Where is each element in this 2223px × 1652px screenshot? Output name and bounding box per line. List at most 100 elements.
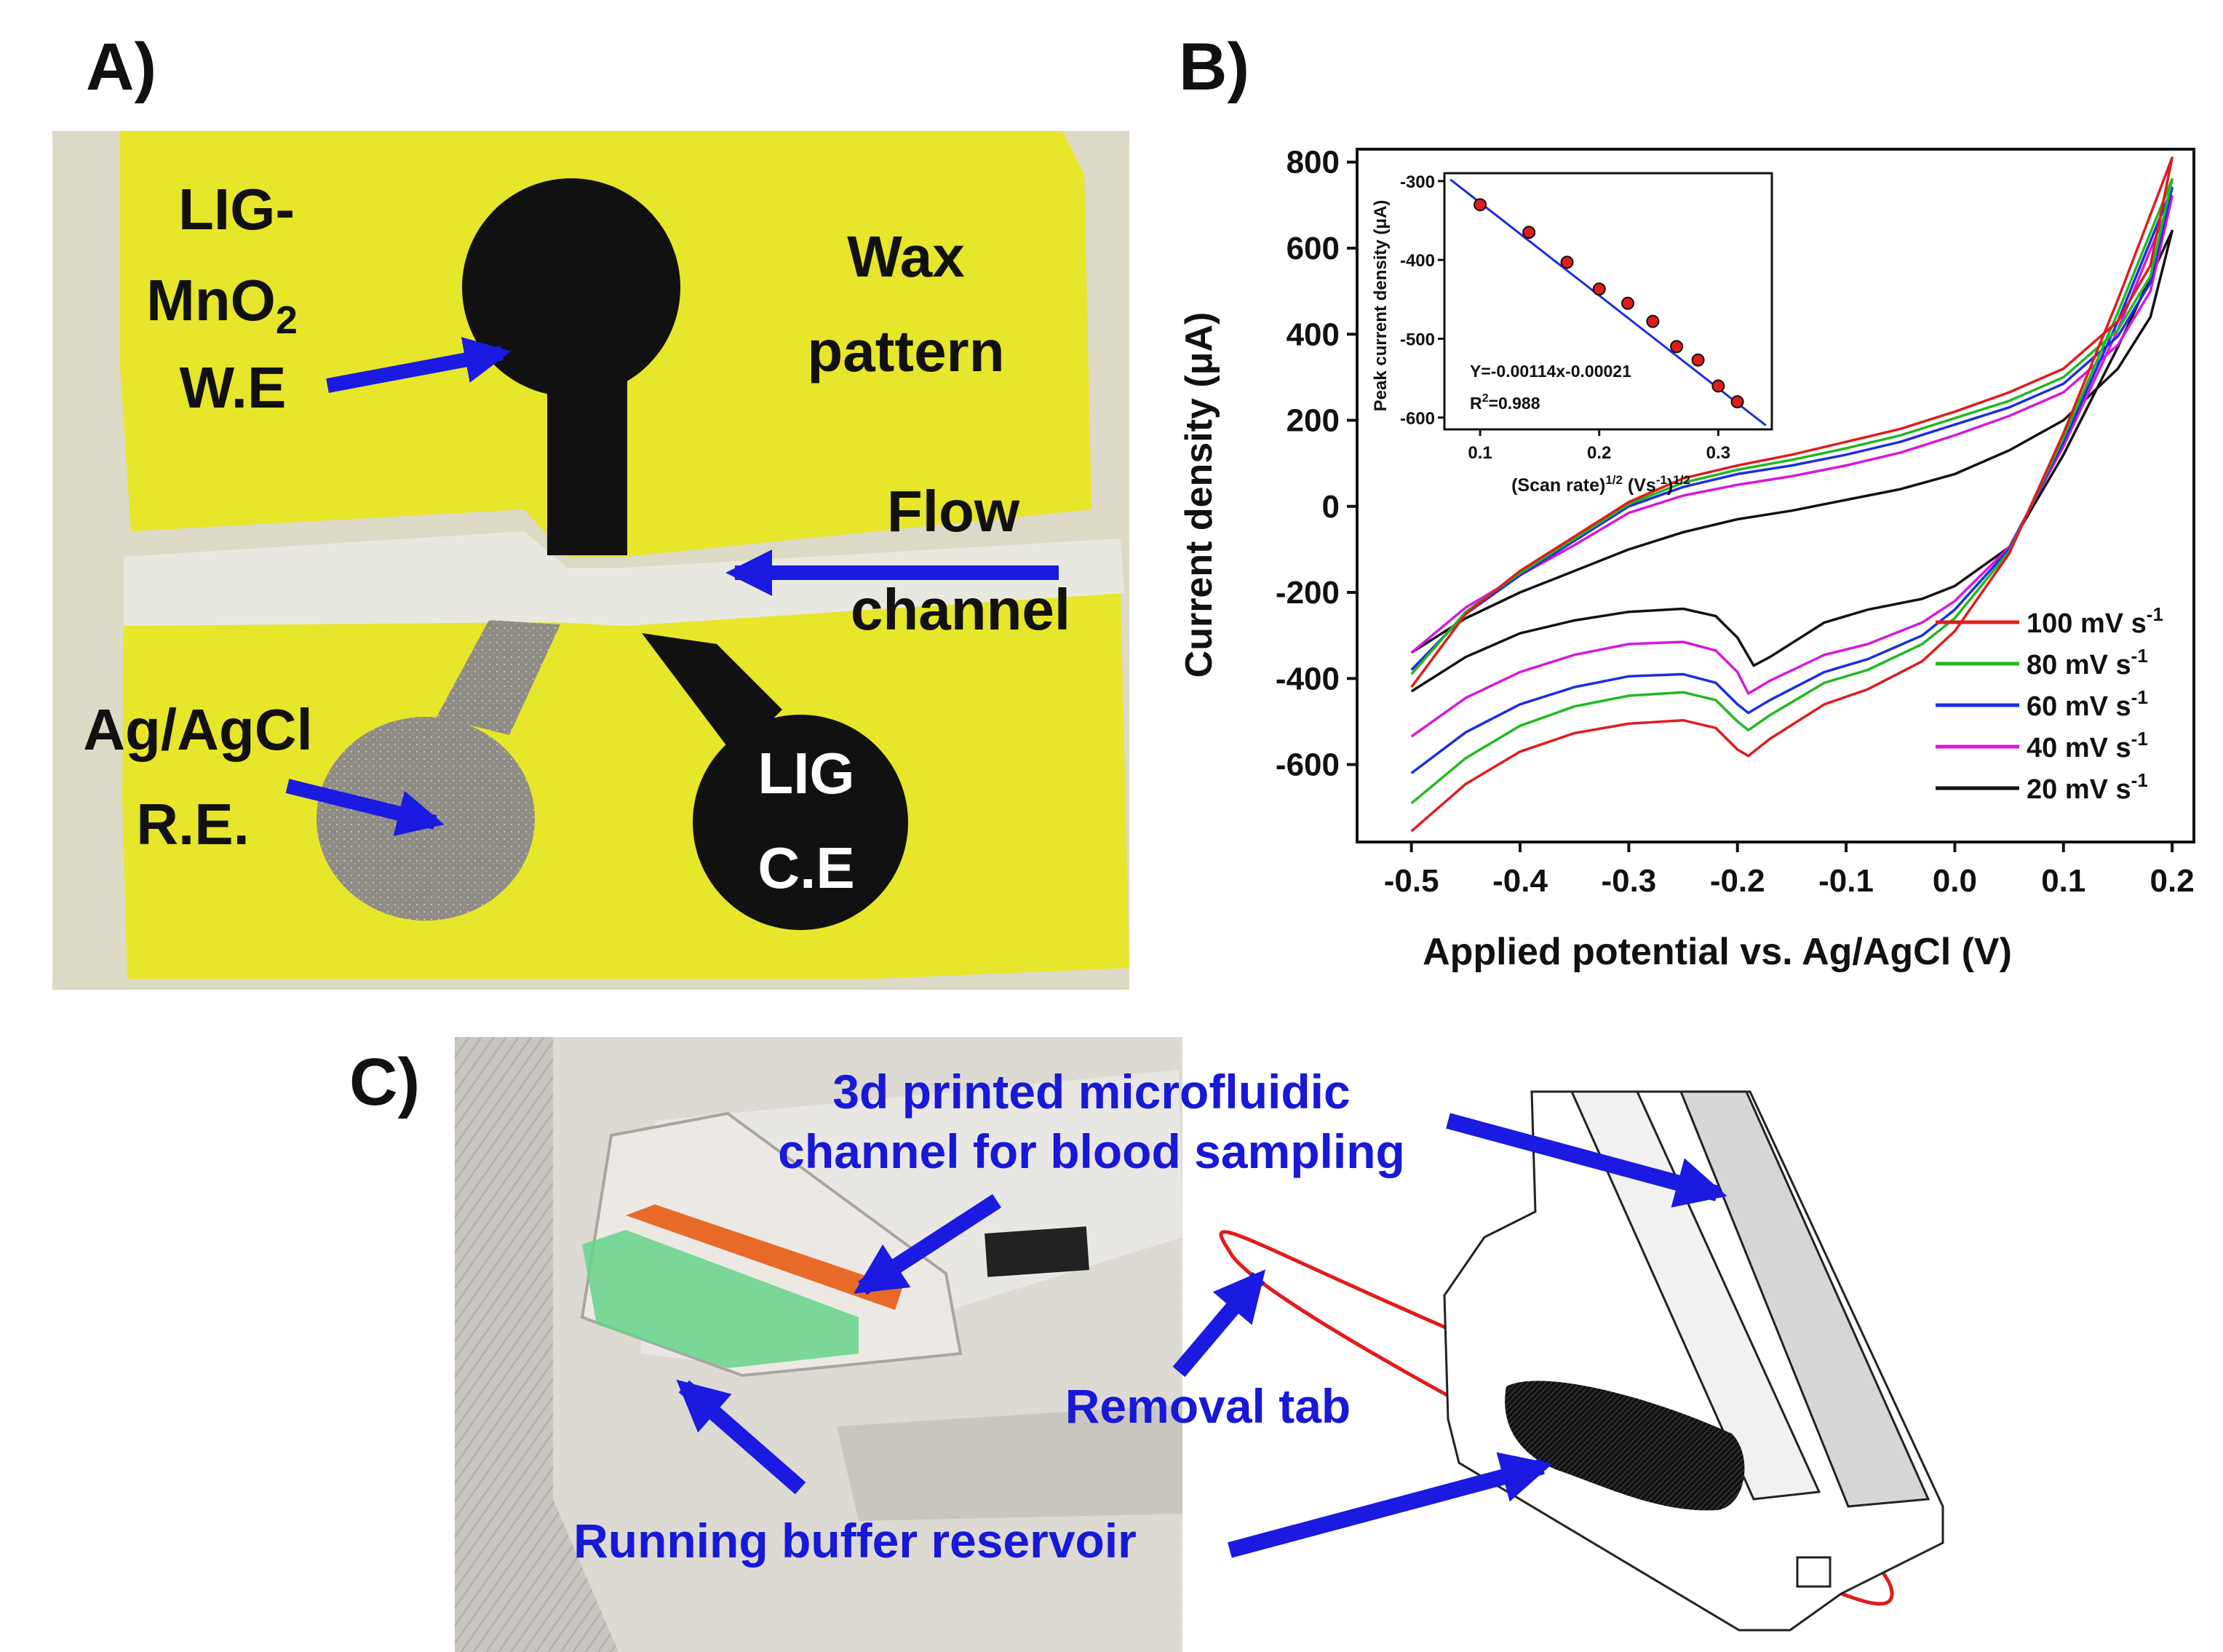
inset-x-axis-label: (Scan rate)1/2 (Vs-1)1/2 bbox=[1511, 473, 1690, 496]
sponge-arrow bbox=[1228, 1452, 1553, 1558]
orange-channel bbox=[626, 1204, 902, 1310]
ce-label-line1: LIG bbox=[757, 741, 854, 806]
working-electrode-disc bbox=[462, 178, 680, 397]
panel-label-a: A) bbox=[86, 30, 157, 104]
inset-points bbox=[1474, 198, 1744, 409]
counter-electrode-lead bbox=[642, 633, 782, 757]
cv-x-tick-label: 0.0 bbox=[1933, 863, 1977, 899]
inset-data-point bbox=[1691, 353, 1705, 367]
cv-y-axis-label: Current density (μA) bbox=[1178, 312, 1220, 678]
inset-y-tick-label: -400 bbox=[1400, 251, 1435, 271]
we-label-line2: MnO2 bbox=[146, 268, 298, 342]
wax-label-line2: pattern bbox=[807, 319, 1004, 384]
cv-x-tick-label: -0.4 bbox=[1492, 863, 1548, 899]
cv-y-tick-label: -400 bbox=[1276, 661, 1340, 696]
cad-channel-slot bbox=[1570, 1090, 1821, 1501]
cad-outlet bbox=[1796, 1556, 1832, 1588]
inset-xlabel-unit-end: ) bbox=[1667, 475, 1673, 496]
cv-y-tick-label: 800 bbox=[1287, 145, 1340, 180]
re-label-line1: Ag/AgCl bbox=[83, 697, 313, 762]
panel-c-photo bbox=[455, 1037, 1182, 1652]
inset-data-point bbox=[1474, 198, 1487, 212]
cad-sponge bbox=[1505, 1381, 1745, 1511]
inset-r2-sup: 2 bbox=[1482, 392, 1489, 405]
device-lower-face bbox=[837, 1405, 1182, 1521]
flow-channel bbox=[124, 531, 1124, 626]
we-label-subscript: 2 bbox=[276, 298, 298, 342]
channel-arrow-left bbox=[854, 1194, 1001, 1295]
cv-x-axis-label: Applied potential vs. Ag/AgCl (V) bbox=[1423, 931, 2012, 973]
cv-x-tick-label: -0.1 bbox=[1818, 863, 1874, 899]
inset-data-point bbox=[1730, 395, 1744, 409]
cv-x-tick-label: 0.2 bbox=[2150, 863, 2195, 899]
ce-label-line2: C.E bbox=[757, 835, 854, 900]
we-arrow bbox=[326, 336, 512, 393]
inset-r2: R2=0.988 bbox=[1470, 392, 1540, 413]
cv-x-tick-label: -0.2 bbox=[1710, 863, 1765, 899]
inset-y-tick-label: -300 bbox=[1400, 172, 1435, 192]
cv-y-tick-label: 400 bbox=[1287, 317, 1340, 352]
wax-pattern-bottom bbox=[122, 593, 1129, 979]
reservoir-label: Running buffer reservoir bbox=[573, 1514, 1137, 1568]
wax-label-line1: Wax bbox=[847, 224, 965, 289]
re-label-line2: R.E. bbox=[136, 792, 250, 857]
cv-series-line bbox=[1410, 156, 2174, 833]
reference-electrode-lead bbox=[437, 620, 560, 735]
we-label-mno: MnO bbox=[146, 268, 276, 333]
green-reservoir bbox=[582, 1230, 859, 1368]
inset-data-point bbox=[1670, 340, 1684, 354]
inset-xlabel-unit-sup2: 1/2 bbox=[1673, 473, 1690, 487]
cv-series-line bbox=[1410, 229, 2174, 693]
inset-xlabel-unit: (Vs bbox=[1623, 475, 1656, 496]
panel-c-cad bbox=[1219, 1090, 1944, 1632]
inset-x-tick-label: 0.2 bbox=[1587, 443, 1611, 463]
cad-window bbox=[1679, 1090, 1930, 1508]
inset-data-point bbox=[1592, 282, 1606, 296]
inset-r2-label: R bbox=[1470, 394, 1482, 413]
cv-series-line bbox=[1410, 178, 2174, 805]
panel-c-labels: 3d printed microfluidic channel for bloo… bbox=[573, 1065, 1727, 1568]
inset-y-axis-label: Peak current density (μA) bbox=[1371, 200, 1391, 412]
inset-x-tick-label: 0.3 bbox=[1706, 443, 1730, 463]
channel-label-line1: 3d printed microfluidic bbox=[832, 1065, 1350, 1119]
panel-label-b: B) bbox=[1179, 30, 1250, 104]
cv-y-tick-label: -200 bbox=[1276, 575, 1340, 611]
channel-arrow-right bbox=[1446, 1113, 1727, 1208]
cv-legend-label: 60 mV s-1 bbox=[2027, 686, 2148, 722]
cv-legend-label: 40 mV s-1 bbox=[2027, 728, 2148, 763]
inset-y-tick-label: -500 bbox=[1400, 330, 1435, 349]
we-label-line1: LIG- bbox=[178, 177, 295, 242]
panel-label-c: C) bbox=[349, 1045, 421, 1119]
panel-a-photo: LIG- MnO2 W.E Wax pattern Flow channel A… bbox=[52, 131, 1129, 990]
cv-x-tick-label: -0.5 bbox=[1384, 863, 1439, 899]
working-electrode-lead bbox=[547, 371, 627, 555]
cv-legend-label: 80 mV s-1 bbox=[2027, 645, 2148, 680]
cv-legend-label: 100 mV s-1 bbox=[2027, 603, 2163, 639]
counter-electrode-disc bbox=[693, 715, 908, 930]
flow-label-line2: channel bbox=[851, 577, 1070, 642]
inset-data-point bbox=[1560, 255, 1574, 269]
inset-xlabel-unit-sup: -1 bbox=[1656, 473, 1667, 487]
cv-x-tick-label: 0.1 bbox=[2041, 863, 2085, 899]
flow-label-line1: Flow bbox=[887, 479, 1020, 544]
inset-r2-value: =0.988 bbox=[1489, 394, 1540, 413]
removal-tab-arrow bbox=[1172, 1269, 1266, 1378]
cv-curves bbox=[1410, 156, 2174, 833]
cv-y-tick-label: 200 bbox=[1287, 403, 1340, 439]
cv-legend-label: 20 mV s-1 bbox=[2027, 769, 2148, 805]
inset-xlabel-sup: 1/2 bbox=[1605, 473, 1623, 487]
inset-xlabel-base: (Scan rate) bbox=[1511, 475, 1605, 496]
cv-legend: 100 mV s-1 80 mV s-1 60 mV s-1 40 mV s-1 20 … bbox=[1936, 603, 2163, 805]
inset-equation: Y=-0.00114x-0.00021 bbox=[1470, 362, 1631, 381]
cv-x-tick-label: -0.3 bbox=[1601, 863, 1656, 899]
we-label-line3: W.E bbox=[180, 355, 287, 420]
inset-data-point bbox=[1621, 296, 1634, 310]
inset-data-point bbox=[1522, 226, 1536, 239]
electrode-strip bbox=[985, 1226, 1089, 1277]
inset-data-point bbox=[1646, 314, 1660, 328]
cv-y-tick-label: 600 bbox=[1287, 231, 1340, 266]
we-label: LIG- MnO2 W.E bbox=[146, 177, 298, 420]
inset-y-tick-label: -600 bbox=[1400, 409, 1435, 429]
